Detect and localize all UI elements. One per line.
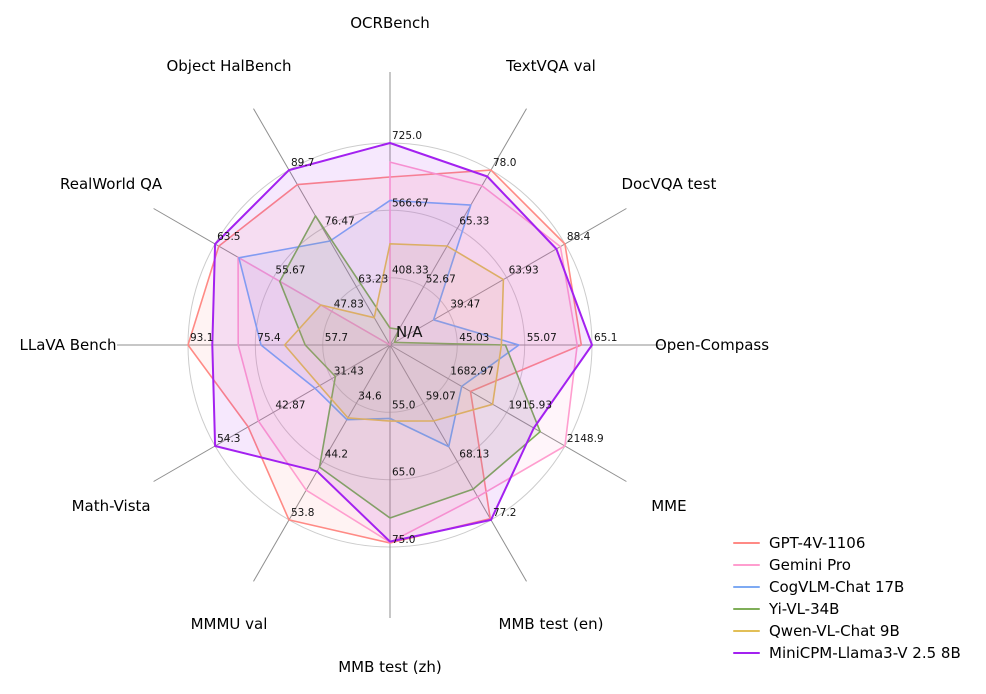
tick-label: 34.6 xyxy=(358,390,382,402)
tick-label: 65.0 xyxy=(392,467,415,479)
axis-spoke xyxy=(253,108,391,346)
axis-label-textvqa-val: TextVQA val xyxy=(505,57,596,75)
tick-label: 76.47 xyxy=(325,215,355,227)
tick-label: 63.5 xyxy=(217,231,240,243)
axis-label-open-compass: Open-Compass xyxy=(655,336,769,354)
series-polygon-minicpm-llama3-v-2-5-8b xyxy=(211,142,593,543)
axis-spoke xyxy=(253,344,391,582)
tick-label: 31.43 xyxy=(334,366,364,378)
tick-label: 68.13 xyxy=(459,449,489,461)
tick-label: 65.1 xyxy=(594,332,617,344)
tick-label: 42.87 xyxy=(275,399,305,411)
label-layer: N/A 408.33 566.67 725.0 OCRBench 52.67 65.33 7… xyxy=(19,14,769,676)
legend-label: Yi-VL-34B xyxy=(769,600,840,618)
tick-label: 44.2 xyxy=(325,449,348,461)
legend-label: Qwen-VL-Chat 9B xyxy=(769,622,900,640)
axis-label-mmb-test-en: MMB test (en) xyxy=(499,615,604,633)
axis-label-llava-bench: LLaVA Bench xyxy=(19,336,116,354)
tick-label: 59.07 xyxy=(426,390,456,402)
tick-label: 53.8 xyxy=(291,507,314,519)
axis-label-realworld-qa: RealWorld QA xyxy=(60,175,163,193)
axis-spoke xyxy=(389,108,527,346)
tick-label: 47.83 xyxy=(334,298,364,310)
tick-label: 55.07 xyxy=(527,332,557,344)
legend-swatch xyxy=(733,564,760,566)
tick-label: 725.0 xyxy=(392,130,422,142)
tick-label: 75.0 xyxy=(392,534,415,546)
legend-item-cogvlm-chat-17b: CogVLM-Chat 17B xyxy=(733,576,961,598)
axis-spoke xyxy=(389,344,627,482)
legend-swatch xyxy=(733,586,760,588)
legend-item-gpt-4v-1106: GPT-4V-1106 xyxy=(733,532,961,554)
tick-label: 55.67 xyxy=(275,265,305,277)
tick-label: 54.3 xyxy=(217,433,240,445)
legend-swatch xyxy=(733,652,760,654)
legend-item-yi-vl-34b: Yi-VL-34B xyxy=(733,598,961,620)
legend-label: Gemini Pro xyxy=(769,556,851,574)
legend-item-gemini-pro: Gemini Pro xyxy=(733,554,961,576)
legend-label: MiniCPM-Llama3-V 2.5 8B xyxy=(769,644,961,662)
axis-spoke xyxy=(389,208,627,346)
tick-label: 45.03 xyxy=(459,332,489,344)
tick-label: 63.23 xyxy=(358,274,388,286)
axis-label-object-halbench: Object HalBench xyxy=(166,57,291,75)
legend-item-minicpm-llama3-v-2-5-8b: MiniCPM-Llama3-V 2.5 8B xyxy=(733,642,961,664)
axis-label-mmmu-val: MMMU val xyxy=(191,615,268,633)
legend-swatch xyxy=(733,542,760,544)
axis-label-ocrbench: OCRBench xyxy=(350,14,429,32)
legend-item-qwen-vl-chat-9b: Qwen-VL-Chat 9B xyxy=(733,620,961,642)
tick-label: 52.67 xyxy=(426,274,456,286)
legend-label: GPT-4V-1106 xyxy=(769,534,866,552)
series-polygon-qwen-vl-chat-9b xyxy=(283,243,505,422)
axis-label-mme: MME xyxy=(651,497,686,515)
legend-label: CogVLM-Chat 17B xyxy=(769,578,905,596)
tick-label: 57.7 xyxy=(325,332,348,344)
tick-label: 89.7 xyxy=(291,157,314,169)
tick-label: 2148.9 xyxy=(567,433,604,445)
axis-label-mmb-test-zh: MMB test (zh) xyxy=(338,658,442,676)
axis-spoke xyxy=(153,344,391,482)
series-polygon-cogvlm-chat-17b xyxy=(238,199,520,448)
tick-label: 55.0 xyxy=(392,399,415,411)
axis-label-docvqa-test: DocVQA test xyxy=(621,175,716,193)
tick-label: 566.67 xyxy=(392,197,429,209)
legend-swatch xyxy=(733,608,760,610)
tick-label: 88.4 xyxy=(567,231,591,243)
tick-label: 63.93 xyxy=(509,265,539,277)
axis-label-math-vista: Math-Vista xyxy=(72,497,151,515)
tick-label: 1915.93 xyxy=(509,399,552,411)
axis-spoke xyxy=(389,344,527,582)
tick-label: 78.0 xyxy=(493,157,516,169)
center-label: N/A xyxy=(396,323,423,341)
tick-label: 39.47 xyxy=(450,298,480,310)
series-layer xyxy=(187,142,593,544)
tick-label: 408.33 xyxy=(392,265,429,277)
tick-label: 65.33 xyxy=(459,215,489,227)
legend-swatch xyxy=(733,630,760,632)
series-polygon-yi-vl-34b xyxy=(278,215,542,519)
tick-label: 77.2 xyxy=(493,507,516,519)
tick-label: 75.4 xyxy=(257,332,281,344)
tick-label: 93.1 xyxy=(190,332,213,344)
tick-label: 1682.97 xyxy=(450,366,493,378)
